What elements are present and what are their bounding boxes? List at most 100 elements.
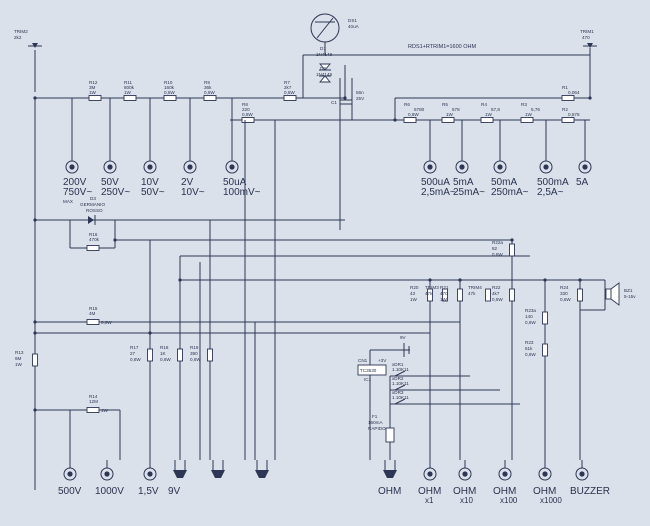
jack-label: BUZZER (570, 486, 610, 497)
fuse-type: RAPIDO (368, 426, 386, 431)
resistor-value: 5,76 (531, 107, 540, 112)
resistor-name: R22a (492, 240, 503, 245)
jack-bottom-12[interactable]: BUZZER (570, 460, 610, 497)
jack-bottom-6[interactable] (255, 460, 269, 478)
resistor-value: 0,064 (568, 90, 580, 95)
jack-label: 5A (576, 177, 589, 188)
jack-bottom-3[interactable]: 1,5V (138, 460, 159, 497)
jack-bottom-5[interactable] (211, 460, 225, 478)
resistor-name: R12 (89, 80, 98, 85)
wiring-middle (35, 120, 606, 460)
resistor-power: 0,6W (204, 90, 215, 95)
jack-label-alt: x100 (500, 496, 518, 505)
trim2-name: TRIM2 (14, 29, 28, 34)
jack-label: 500mA (537, 177, 569, 188)
resistor-value: 2k7 (284, 85, 292, 90)
resistor-power: 1W (89, 90, 97, 95)
trim1-name: TRIM1 (580, 29, 594, 34)
jack-label-alt: 250mA~ (491, 187, 529, 198)
jack-label: OHM (453, 486, 476, 497)
c1-value: 56n (356, 90, 364, 95)
jack-bottom-7[interactable]: OHM (378, 460, 401, 497)
ic-supply: +3V (378, 358, 387, 363)
jack-bottom-4[interactable]: 9V (168, 460, 187, 497)
jack-label: 500V (58, 486, 82, 497)
resistor-name: R16 (89, 232, 98, 237)
resistor-name: R24 (560, 285, 569, 290)
ic-part: TC3530 (360, 368, 377, 373)
resistor-value: 47k (468, 291, 476, 296)
resistor-power: 0,6W (408, 112, 419, 117)
resistor-name: R20 (410, 285, 419, 290)
reed-name: xDR2 (392, 376, 404, 381)
resistors-current: R657800,6WR55781WR457,81WR35,761WR10,064… (403, 85, 580, 123)
ic-name: CN1 (358, 358, 368, 363)
resistor-name: TRIM4 (468, 285, 482, 290)
resistor-power: 0,6W (492, 297, 503, 302)
jack-label-alt: 250V~ (101, 187, 130, 198)
jack-bottom-2[interactable]: 1000V (95, 460, 124, 497)
trim1-value: 470 (582, 35, 590, 40)
reed-ref: 1.10K11 (392, 395, 409, 400)
junction-dot (543, 278, 547, 282)
resistor-power: 0,6W (101, 320, 112, 325)
jack-label: 50V (101, 177, 119, 188)
resistor-value: 6M (15, 356, 22, 361)
resistor-power: 1W (446, 112, 454, 117)
jack-label: OHM (378, 486, 401, 497)
resistor-name: R7 (284, 80, 290, 85)
resistor-name: R23a (525, 308, 536, 313)
resistor-r2: R20,576 (561, 107, 580, 123)
resistor-value: 160k (164, 85, 175, 90)
junction-dot (33, 331, 37, 335)
resistor-value: 0,576 (568, 112, 580, 117)
resistor-name: R3 (521, 102, 527, 107)
diode-d2: D2 1N4148 (316, 66, 333, 83)
jack-label: 2V (181, 177, 194, 188)
jack-label: 200V (63, 177, 87, 188)
meter-name: DS1 (348, 18, 357, 23)
resistor-name: R1 (562, 85, 568, 90)
resistor-name: R18 (160, 345, 169, 350)
resistor-power: 0,6W (130, 357, 141, 362)
diode-d3: D3 GERMANIO ROSSO (70, 196, 115, 225)
resistor-power: 1W (485, 112, 493, 117)
resistor-power: 1W (15, 362, 23, 367)
junction-dot (33, 320, 37, 324)
resistor-name: R8 (242, 102, 248, 107)
resistor-name: R4 (481, 102, 487, 107)
jack-top-10[interactable]: 5A (576, 120, 592, 188)
resistor-value: 390 (190, 351, 198, 356)
resistor-name: R10 (164, 80, 173, 85)
reed-ref: 1.10K11 (392, 381, 409, 386)
d3-type: GERMANIO (80, 202, 105, 207)
junction-dot (578, 278, 582, 282)
jack-bottom-1[interactable]: 500V (58, 460, 82, 497)
d3-note: ROSSO (86, 208, 103, 213)
